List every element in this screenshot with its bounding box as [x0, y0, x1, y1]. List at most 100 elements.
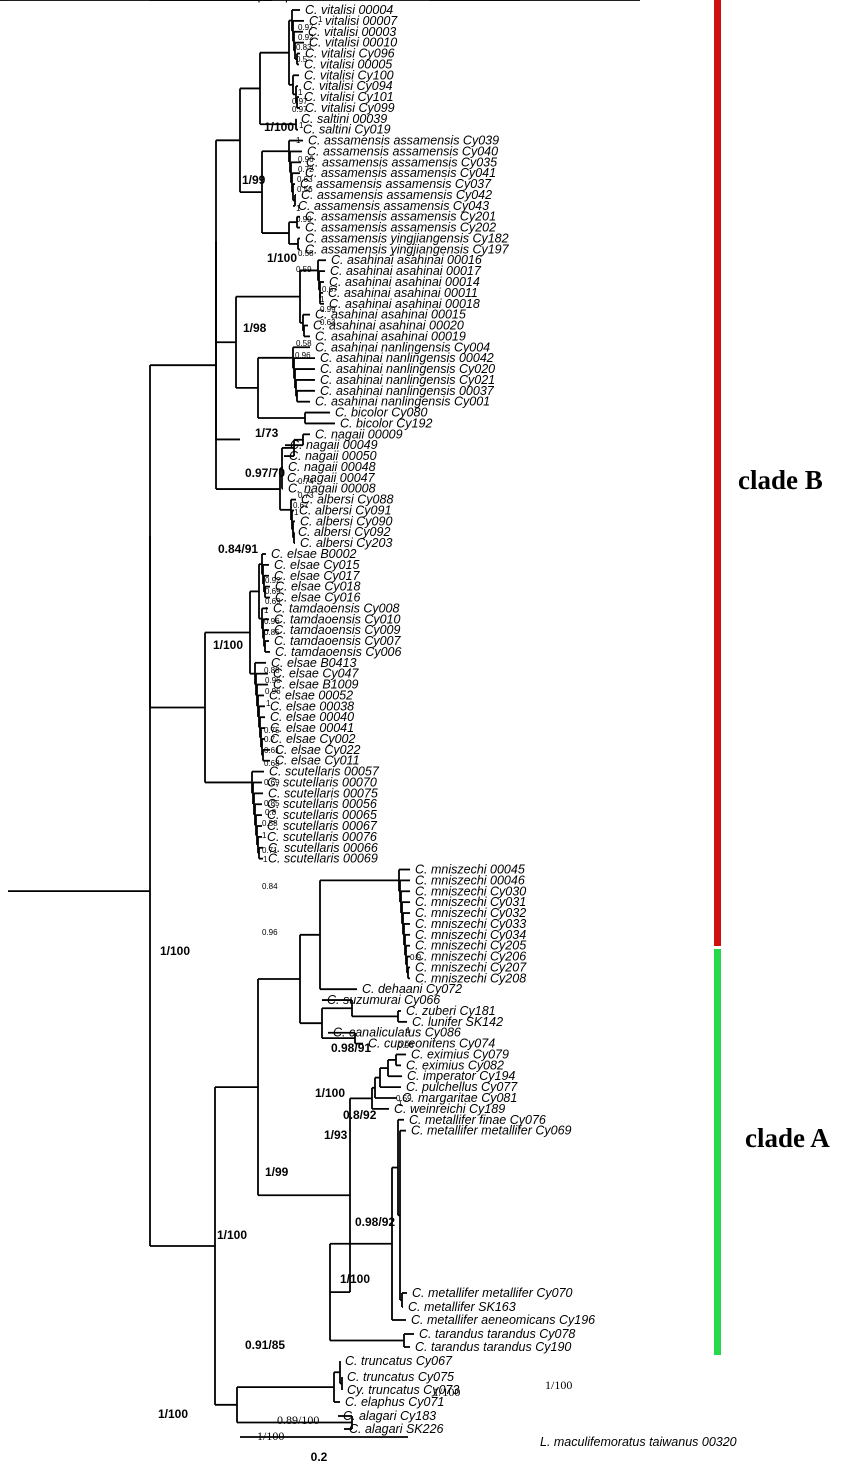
tip-label: C. metallifer finae Cy076 — [409, 1113, 546, 1127]
node-support: 1 — [318, 15, 323, 24]
node-support: 0.69 — [265, 587, 281, 596]
node-support: 0.96 — [265, 687, 281, 696]
tip-label: C. asahinai nanlingensis Cy021 — [320, 373, 495, 387]
tip-label: C. mniszechi 00046 — [415, 873, 525, 887]
tip-label: C. pulchellus Cy077 — [406, 1080, 518, 1094]
node-support: 1 — [294, 508, 299, 517]
tip-label: P. triapicalis Pr004 — [255, 0, 358, 3]
node-support: 1 — [296, 204, 301, 213]
tip-label: C. vitalisi Cy096 — [305, 47, 395, 61]
tip-label: C. metallifer SK163 — [408, 1300, 516, 1314]
node-support: 1 — [398, 1099, 403, 1108]
node-support: 0.96 — [295, 351, 311, 360]
node-support: 0.72 — [298, 165, 314, 174]
tip-label: C. assamensis assamensis Cy037 — [300, 177, 492, 191]
support-value: 1/100 — [160, 944, 190, 958]
tip-label: C. tamdaoensis Cy009 — [274, 623, 401, 637]
support-value: 0.91/85 — [245, 1338, 285, 1352]
tip-label: C. metallifer metallifer Cy070 — [412, 1286, 573, 1300]
tip-label: C. assamensis yingjiangensis Cy182 — [305, 231, 509, 245]
tip-label: C. bicolor Cy080 — [335, 406, 427, 420]
node-support: 0.97 — [292, 105, 308, 114]
node-support: 0.85 — [264, 628, 280, 637]
tip-label: C. truncatus Cy075 — [347, 1370, 454, 1384]
tip-label: C. tarandus tarandus Cy078 — [419, 1327, 575, 1341]
tip-label: C. assamensis assamensis Cy040 — [307, 144, 498, 158]
tree-branches — [0, 0, 640, 1430]
tip-label: C. scutellaris 00067 — [267, 819, 378, 833]
support-value: 0.89/100 — [277, 1413, 319, 1427]
tip-label: C. scutellaris 00070 — [267, 775, 377, 789]
tip-label: C. scutellaris 00066 — [268, 841, 378, 855]
tip-label: C. nagaii 00008 — [288, 482, 376, 496]
tip-label: C. elsae Cy015 — [274, 558, 360, 572]
tip-label: C. assamensis assamensis Cy201 — [305, 210, 496, 224]
support-value: 1/100 — [267, 251, 297, 265]
tip-label: C. vitalisi 00005 — [304, 57, 392, 71]
node-support: 1 — [262, 831, 267, 840]
node-support: 0.74 — [298, 477, 314, 486]
node-support: 0.67 — [322, 285, 338, 294]
tip-label: C. asahinai nanlingensis 00037 — [320, 384, 495, 398]
tip-label: C. tamdaoensis Cy008 — [273, 601, 400, 615]
node-support: 0.96 — [264, 617, 280, 626]
tip-label: C. mniszechi Cy206 — [415, 950, 526, 964]
tip-label: C. assamensis assamensis Cy039 — [308, 134, 499, 148]
tip-label: C. mniszechi Cy032 — [415, 906, 526, 920]
node-support: 0.69 — [264, 778, 280, 787]
tip-label: C. asahinai asahinai 00016 — [331, 253, 482, 267]
tip-label: C. eximius Cy082 — [406, 1058, 504, 1072]
clade-b-bar — [714, 0, 721, 946]
tip-label: C. vitalisi Cy099 — [305, 101, 395, 115]
node-support: 0.58 — [262, 819, 278, 828]
tip-label: C. mniszechi Cy207 — [415, 960, 527, 974]
tip-label: C. dehaani Cy072 — [362, 982, 462, 996]
tip-label: C. asahinai asahinai 00011 — [328, 286, 478, 300]
node-support: 1 — [298, 88, 303, 97]
support-value: 1/100 — [213, 638, 243, 652]
node-support: 0.96 — [262, 928, 278, 937]
tip-label: C. asahinai asahinai 00017 — [330, 264, 482, 278]
tip-label: C. elsae Cy002 — [270, 732, 356, 746]
tip-label: C. mniszechi Cy208 — [415, 971, 526, 985]
tip-label: C. tamdaoensis Cy010 — [274, 612, 401, 626]
tip-label: C. elsae B0413 — [271, 656, 357, 670]
tip-label: C. vitalisi 00010 — [309, 36, 397, 50]
tip-label: C. assamensis assamensis Cy035 — [306, 155, 497, 169]
tip-label: C. elsae Cy018 — [275, 580, 361, 594]
tip-label: C. scutellaris 00065 — [267, 808, 377, 822]
support-value: 1/100 — [257, 1429, 284, 1443]
tip-label: C. assamensis assamensis Cy041 — [305, 166, 496, 180]
tip-label: C. elsae 00040 — [270, 710, 354, 724]
node-support: 0.84 — [262, 882, 278, 891]
tip-label: C. vitalisi 00004 — [305, 3, 393, 17]
tip-label: C. mniszechi Cy030 — [415, 884, 526, 898]
node-support: 0.8 — [265, 808, 277, 817]
tip-label: C. lunifer SK142 — [412, 1015, 503, 1029]
support-value: 0.97/70 — [245, 466, 285, 480]
node-support: 0.7 — [264, 735, 276, 744]
tip-label: C. albersi Cy092 — [298, 525, 390, 539]
tip-label: C. elsae Cy011 — [275, 754, 360, 768]
support-value: 1/100 — [315, 1086, 345, 1100]
tip-label: C. assamensis assamensis Cy043 — [298, 199, 489, 213]
tip-label: C. nagaii 00009 — [315, 427, 403, 441]
tip-label: C. zuberi Cy181 — [406, 1004, 496, 1018]
support-value: 1/100 — [264, 120, 294, 134]
tip-label: C. metallifer metallifer Cy069 — [411, 1124, 572, 1138]
tip-label: C. elsae Cy022 — [275, 743, 361, 757]
tip-label: C. asahinai asahinai 00015 — [315, 308, 466, 322]
tip-label: C. nagaii 00047 — [287, 471, 376, 485]
node-support: 0.92 — [265, 576, 281, 585]
node-support: 0.99 — [320, 305, 336, 314]
node-support: 0.58 — [298, 249, 314, 258]
support-value: 1/99 — [242, 173, 266, 187]
tip-label: C. tarandus tarandus Cy190 — [415, 1340, 571, 1354]
tip-label: C. saltini Cy019 — [303, 123, 391, 137]
node-support: 0.59 — [396, 1094, 412, 1103]
tip-label: C. mniszechi 00045 — [415, 863, 525, 877]
tip-label: C. asahinai nanlingensis 00042 — [320, 351, 494, 365]
node-support: 0.88 — [264, 666, 280, 675]
node-support: 0.96 — [298, 155, 314, 164]
